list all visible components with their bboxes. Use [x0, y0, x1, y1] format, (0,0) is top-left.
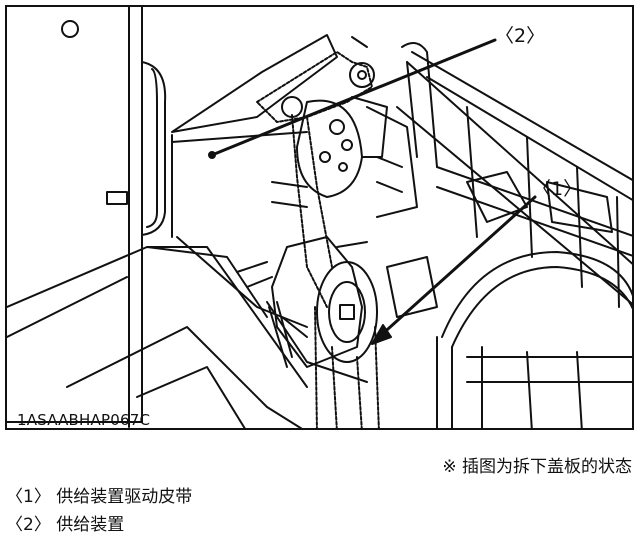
callout-1-arrowhead [371, 324, 392, 345]
machine-illustration: 〈2〉 〈1〉 1ASAABHAP067C [5, 5, 634, 430]
figure-code: 1ASAABHAP067C [17, 411, 151, 429]
callout-1-leader [377, 195, 537, 339]
door-panel [7, 7, 143, 423]
figure-note: ※ 插图为拆下盖板的状态 [442, 457, 632, 477]
door-hole [61, 20, 79, 38]
legend-item-2: 〈2〉 供给装置 [6, 515, 125, 535]
door-handle [141, 61, 167, 236]
legend-item-1: 〈1〉 供给装置驱动皮带 [6, 487, 193, 507]
callout-2-leader [210, 38, 497, 157]
callout-2: 〈2〉 [495, 25, 546, 47]
callout-1: 〈1〉 [532, 178, 583, 200]
line-drawing [7, 7, 632, 428]
